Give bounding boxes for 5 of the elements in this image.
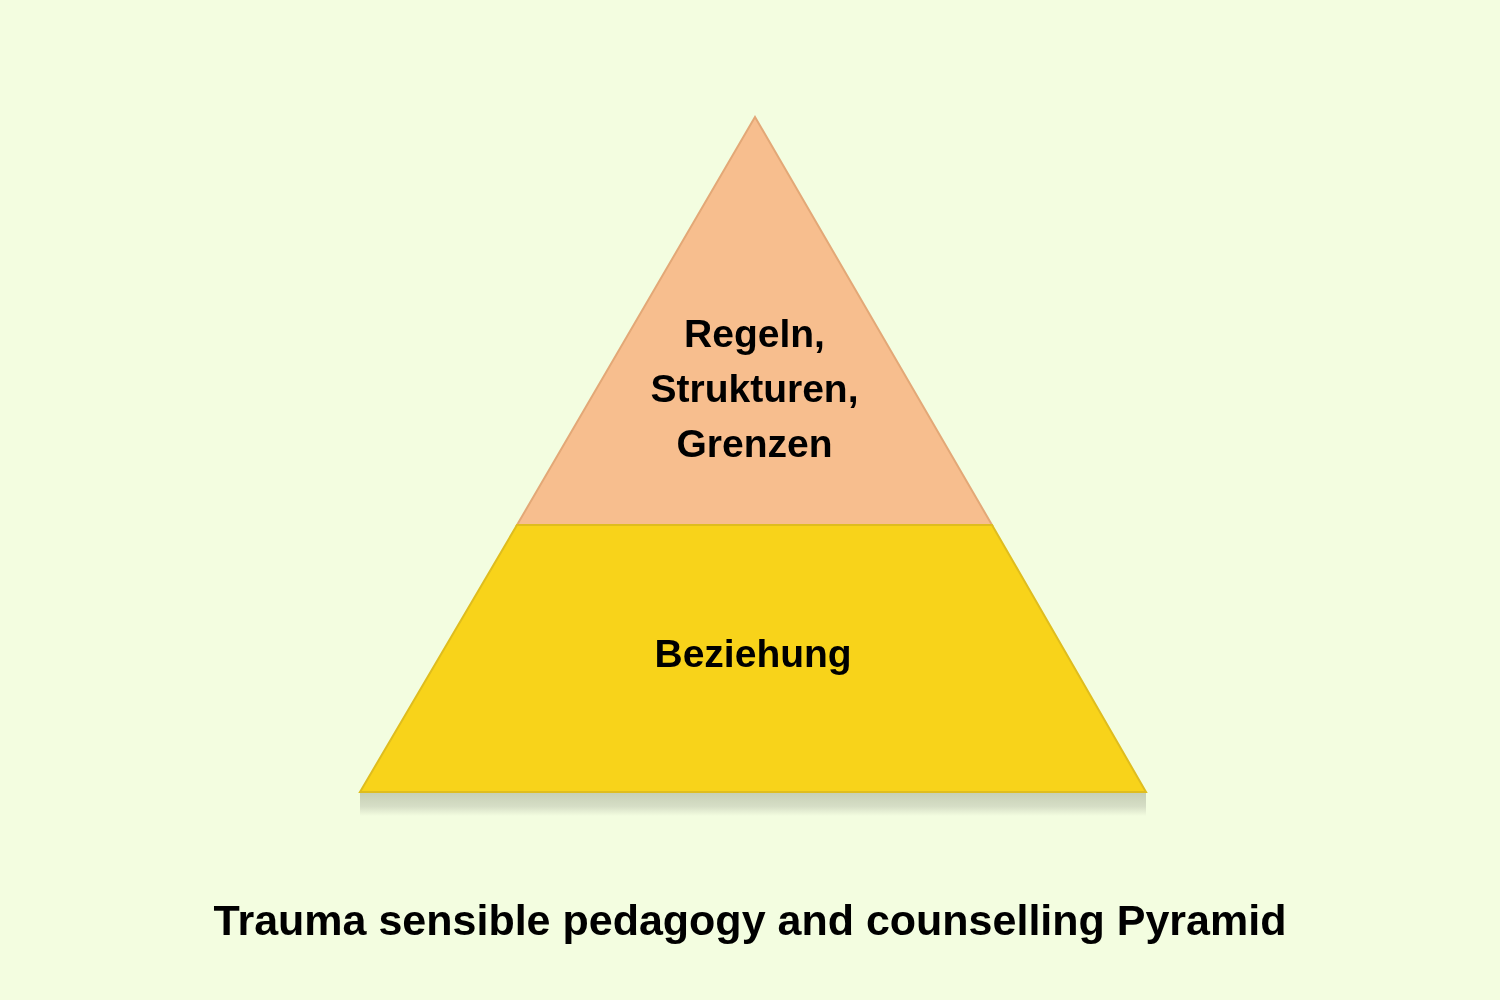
caption: Trauma sensible pedagogy and counselling Pyramid: [213, 896, 1287, 944]
tier-label: Beziehung: [654, 630, 852, 677]
pyramid-base-tier: [360, 525, 1146, 792]
tier-label: Regeln, Strukturen, Grenzen: [650, 310, 859, 467]
pyramid-top-tier: [517, 117, 992, 525]
